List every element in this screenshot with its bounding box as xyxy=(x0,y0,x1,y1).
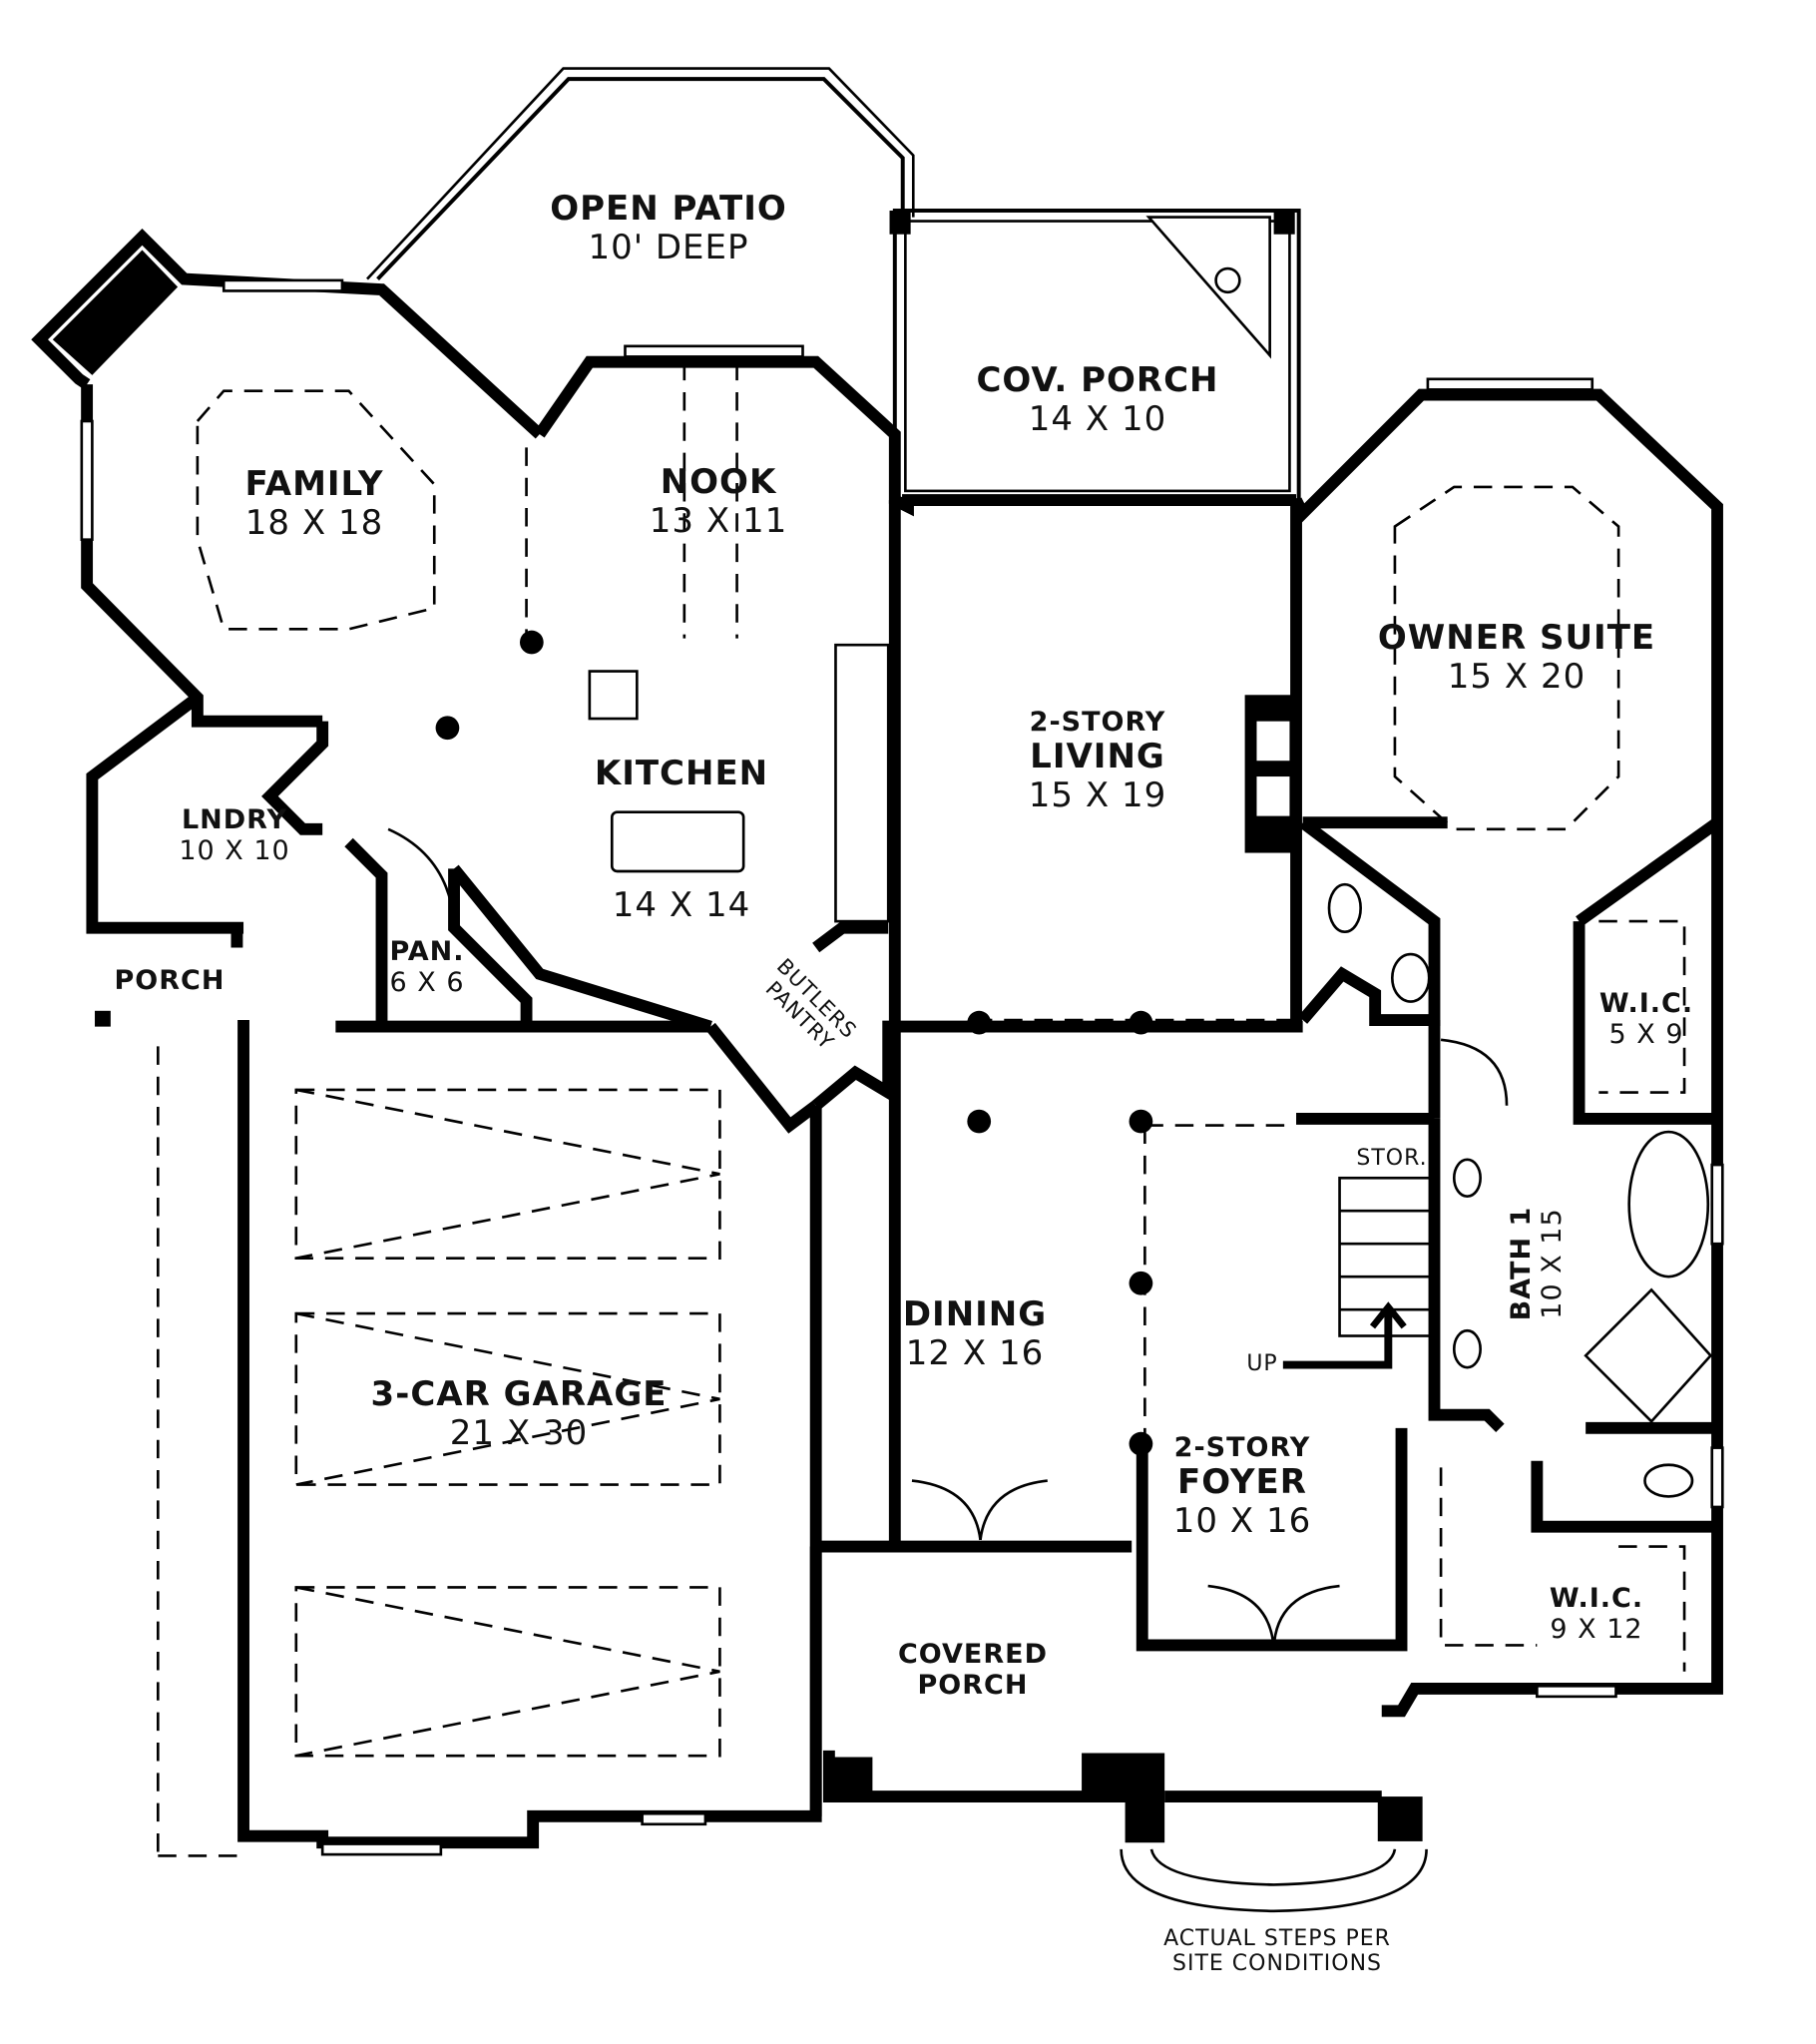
bath1-dim: 10 X 15 xyxy=(1537,1208,1568,1319)
wic-small-name: W.I.C. xyxy=(1598,988,1694,1019)
cov-porch-dim: 14 X 10 xyxy=(1028,399,1167,440)
doors xyxy=(387,827,1509,1649)
living-prefix: 2-STORY xyxy=(1029,707,1166,738)
kitchen-label: KITCHEN xyxy=(582,754,781,793)
nook-label: NOOK 13 X 11 xyxy=(619,462,818,542)
cov-porch-label: COV. PORCH 14 X 10 xyxy=(958,360,1237,440)
open-patio-label: OPEN PATIO 10' DEEP xyxy=(539,189,798,268)
foyer-prefix: 2-STORY xyxy=(1173,1432,1311,1463)
kitchen-dim: 14 X 14 xyxy=(612,885,751,925)
porch-side-name: PORCH xyxy=(114,965,226,996)
covered-porch-line2: PORCH xyxy=(917,1670,1029,1702)
lndry-dim: 10 X 10 xyxy=(179,835,290,867)
dining-dim: 12 X 16 xyxy=(905,1333,1045,1374)
stairs-up-label: UP xyxy=(1246,1351,1278,1376)
steps-note-line2: SITE CONDITIONS xyxy=(1171,1951,1382,1977)
foyer-name: FOYER xyxy=(1177,1462,1307,1503)
fixtures xyxy=(95,643,1713,1913)
wic-small-label: W.I.C. 5 X 9 xyxy=(1587,988,1706,1050)
kitchen-name: KITCHEN xyxy=(594,754,769,793)
covered-porch-line1: COVERED xyxy=(897,1639,1049,1670)
owner-suite-dim: 15 X 20 xyxy=(1447,657,1587,698)
family-label: FAMILY 18 X 18 xyxy=(215,464,414,544)
foyer-dim: 10 X 16 xyxy=(1172,1501,1312,1542)
wic-small-dim: 5 X 9 xyxy=(1608,1019,1684,1051)
bath1-label: BATH 1 10 X 15 xyxy=(1506,1149,1568,1378)
pan-label: PAN. 6 X 6 xyxy=(372,936,482,998)
cov-porch-outline xyxy=(889,209,1301,503)
pan-name: PAN. xyxy=(389,936,465,967)
wic-large-name: W.I.C. xyxy=(1549,1583,1644,1614)
living-label: 2-STORY LIVING 15 X 19 xyxy=(998,707,1197,815)
steps-note-line1: ACTUAL STEPS PER xyxy=(1163,1926,1391,1951)
dining-label: DINING 12 X 16 xyxy=(875,1294,1075,1374)
garage-label: 3-CAR GARAGE 21 X 30 xyxy=(349,1374,688,1454)
covered-porch-label: COVERED PORCH xyxy=(868,1639,1078,1701)
nook-name: NOOK xyxy=(660,462,777,502)
windows xyxy=(52,250,1724,1856)
lndry-name: LNDRY xyxy=(181,804,288,835)
open-patio-name: OPEN PATIO xyxy=(550,189,787,229)
wic-large-label: W.I.C. 9 X 12 xyxy=(1532,1583,1661,1645)
pan-dim: 6 X 6 xyxy=(389,967,465,999)
owner-suite-name: OWNER SUITE xyxy=(1377,618,1656,658)
garage-dim: 21 X 30 xyxy=(449,1413,589,1454)
family-dim: 18 X 18 xyxy=(244,503,384,544)
dining-name: DINING xyxy=(902,1294,1048,1334)
open-patio-outline xyxy=(366,67,915,280)
nook-dim: 13 X 11 xyxy=(649,501,788,542)
living-dim: 15 X 19 xyxy=(1028,775,1167,816)
stor-label: STOR. xyxy=(1356,1146,1428,1171)
family-name: FAMILY xyxy=(244,464,384,504)
cov-porch-name: COV. PORCH xyxy=(976,360,1219,400)
steps-note: ACTUAL STEPS PER SITE CONDITIONS xyxy=(1133,1926,1422,1977)
lndry-label: LNDRY 10 X 10 xyxy=(160,804,309,866)
columns xyxy=(435,630,1153,1456)
owner-suite-label: OWNER SUITE 15 X 20 xyxy=(1352,618,1681,698)
garage-name: 3-CAR GARAGE xyxy=(370,1374,668,1414)
foyer-label: 2-STORY FOYER 10 X 16 xyxy=(1147,1432,1337,1541)
living-name: LIVING xyxy=(1030,737,1165,777)
open-patio-dim: 10' DEEP xyxy=(588,228,749,268)
ceiling-lines xyxy=(157,361,1686,1857)
wic-large-dim: 9 X 12 xyxy=(1550,1614,1643,1646)
bath1-name: BATH 1 xyxy=(1505,1206,1537,1321)
